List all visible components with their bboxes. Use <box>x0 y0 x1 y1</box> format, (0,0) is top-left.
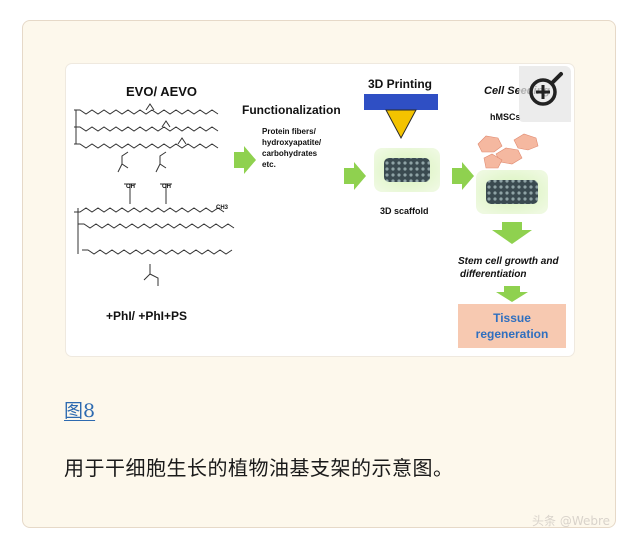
func-item-3: carbohydrates <box>262 149 318 158</box>
zoom-button[interactable] <box>519 66 571 122</box>
scaffold-label: 3D scaffold <box>380 206 429 216</box>
figure-caption: 用于干细胞生长的植物油基支架的示意图。 <box>64 456 454 480</box>
arrow-right-2 <box>344 162 366 190</box>
arrow-down-1 <box>492 222 532 244</box>
acrylated-structure <box>74 151 235 286</box>
tissue-line-2: regeneration <box>476 327 549 341</box>
hmscs-label: hMSCs <box>490 112 521 122</box>
arrow-right-1 <box>234 146 256 174</box>
evo-title: EVO/ AEVO <box>126 84 197 99</box>
arrow-right-3 <box>452 162 474 190</box>
tissue-regeneration-box <box>458 304 566 348</box>
watermark: 头条 @Webre <box>532 514 611 528</box>
stem-growth-line-2: differentiation <box>460 269 526 280</box>
chem-label-oh-2: OH <box>162 184 171 190</box>
tissue-line-1: Tissue <box>493 311 531 325</box>
printing-title: 3D Printing <box>368 77 432 91</box>
scaffold-mesh-icon <box>384 158 430 182</box>
seeded-scaffold-mesh-icon <box>486 180 538 204</box>
func-item-2: hydroxyapatite/ <box>262 138 322 147</box>
stem-cells-icon <box>477 133 539 169</box>
chem-label-oh-1: OH <box>126 184 135 190</box>
functionalization-title: Functionalization <box>242 103 341 117</box>
func-item-4: etc. <box>262 160 276 169</box>
printer-head-icon <box>364 94 438 110</box>
zoom-in-icon <box>529 72 563 106</box>
func-item-1: Protein fibers/ <box>262 127 317 136</box>
schematic-diagram: EVO/ AEVO CH3 OH OH +PhI/ +PhI+PS <box>74 77 566 348</box>
phi-label: +PhI/ +PhI+PS <box>106 309 187 323</box>
schematic-figure[interactable]: EVO/ AEVO CH3 OH OH +PhI/ +PhI+PS <box>66 64 574 356</box>
figure-link[interactable]: 图8 <box>64 400 96 422</box>
chem-label-ch3: CH3 <box>216 205 229 211</box>
stem-growth-line-1: Stem cell growth and <box>458 256 559 267</box>
triglyceride-structure <box>74 103 219 149</box>
printer-nozzle-icon <box>385 109 417 140</box>
arrow-down-2 <box>496 286 528 302</box>
